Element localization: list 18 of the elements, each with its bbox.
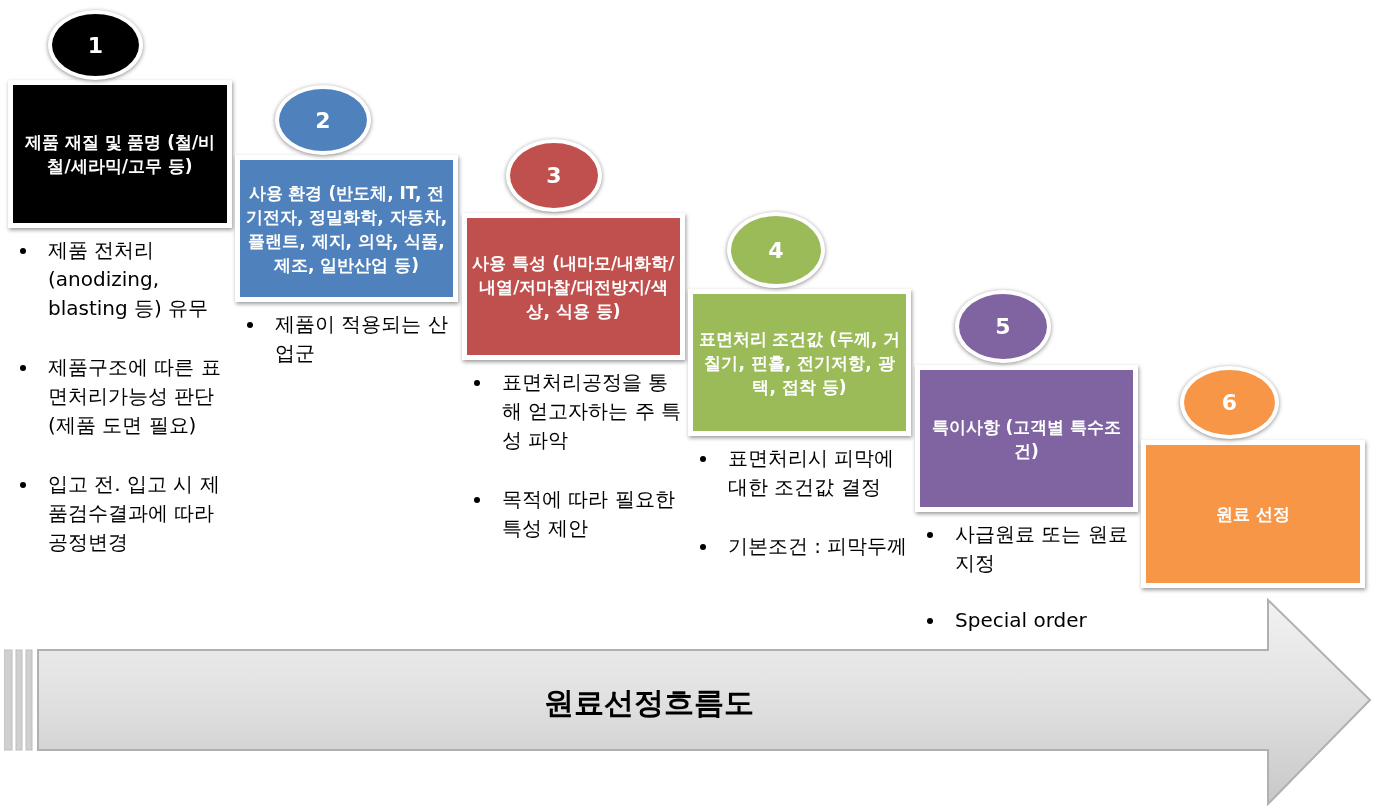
step-title: 제품 재질 및 품명 (철/비철/세라믹/고무 등)	[23, 131, 217, 178]
step-title: 원료 선정	[1216, 503, 1290, 526]
bullet-note: 제품이 적용되는 산업군	[241, 310, 460, 368]
bullet-note: 표면처리공정을 통해 얻고자하는 주 특성 파악	[468, 368, 687, 455]
bullet-note: 목적에 따라 필요한 특성 제안	[468, 485, 687, 543]
bullet-note: 기본조건 : 피막두께	[694, 532, 913, 561]
bullet-note: 제품 전처리 (anodizing, blasting 등) 유무	[14, 236, 234, 323]
step-title: 표면처리 조건값 (두께, 거칠기, 핀홀, 전기저항, 광택, 접착 등)	[697, 327, 902, 399]
arrow-label: 원료선정흐름도	[544, 684, 754, 722]
bullet-note: 표면처리시 피막에 대한 조건값 결정	[694, 444, 913, 502]
step-title: 사용 특성 (내마모/내화학/내열/저마찰/대전방지/색상, 식용 등)	[471, 251, 676, 323]
bullet-note: 입고 전. 입고 시 제품검수결과에 따라 공정변경	[14, 470, 234, 557]
bullet-note: 제품구조에 따른 표면처리가능성 판단 (제품 도면 필요)	[14, 353, 234, 440]
step-title: 특이사항 (고객별 특수조건)	[930, 415, 1123, 463]
step-title: 사용 환경 (반도체, IT, 전기전자, 정밀화학, 자동차, 플랜트, 제지, 의약, 식품, 제조, 일반산업 등)	[244, 181, 449, 277]
bullet-note: Special order	[921, 606, 1087, 635]
bullet-note: 사급원료 또는 원료지정	[921, 520, 1140, 578]
flow-arrow	[4, 598, 1372, 806]
